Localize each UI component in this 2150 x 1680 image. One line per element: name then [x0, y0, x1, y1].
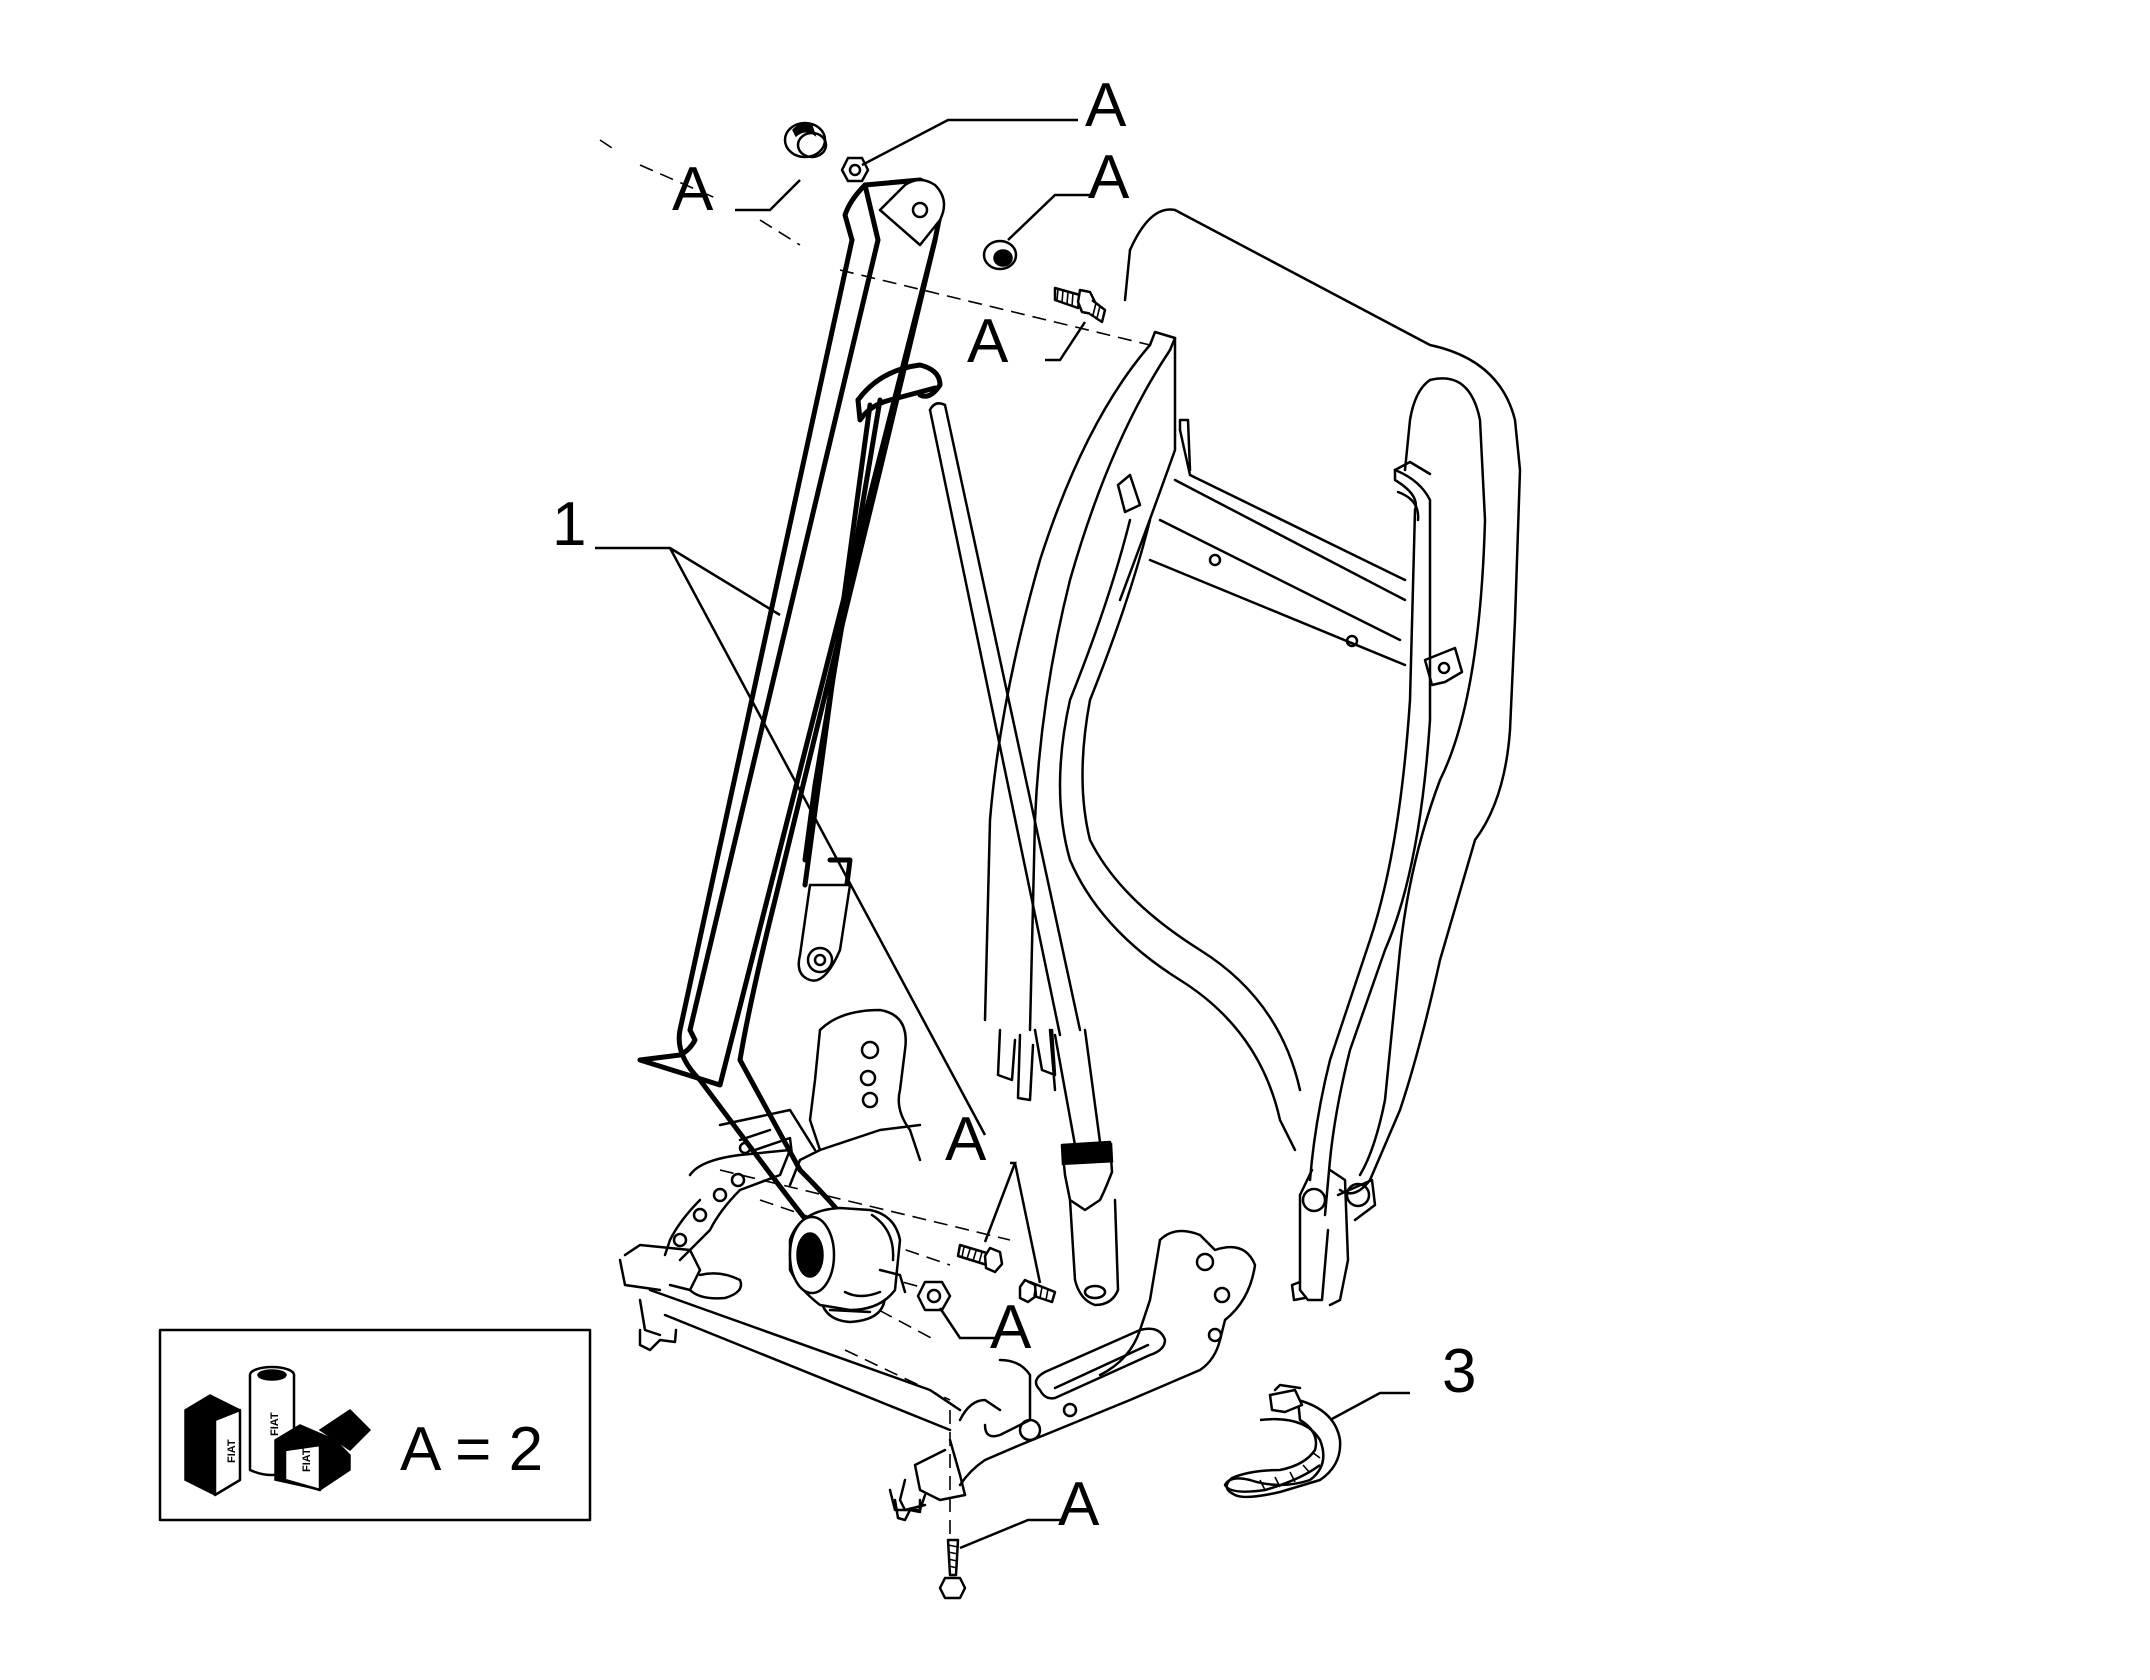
callout-a-top-bolt: A [967, 307, 1009, 376]
top-washer [982, 239, 1018, 271]
fasteners [783, 121, 1107, 1600]
belt-buckle [1053, 1028, 1120, 1307]
callout-a-mid-bolts: A [945, 1105, 987, 1174]
top-stud-bolt [1053, 286, 1107, 324]
callout-item-3: 3 [1442, 1337, 1476, 1406]
callout-a-top-washer: A [1088, 143, 1130, 212]
item-3-clip [1223, 1383, 1342, 1499]
seat-back-frame [983, 208, 1522, 1307]
logo-text-left: FIAT [226, 1439, 238, 1463]
callout-leaders [595, 118, 1410, 1550]
callout-item-1: 1 [552, 490, 586, 559]
callout-labels: A A A A 1 A A A 3 [552, 71, 1476, 1539]
callout-a-mid-nut: A [990, 1293, 1032, 1362]
logo-text-right: FIAT [301, 1448, 313, 1472]
seat-belt-assembly [637, 177, 1120, 1312]
middle-bolt-upper [956, 1243, 1004, 1274]
legend-box: FIAT FIAT FIAT A = 2 [158, 1328, 592, 1522]
assembly-lines [599, 139, 1151, 1575]
middle-bolt-lower [1018, 1278, 1057, 1304]
top-spacer [783, 121, 828, 159]
callout-a-top-spacer: A [672, 155, 714, 224]
callout-a-top-nut: A [1085, 71, 1127, 140]
logo-text-can: FIAT [269, 1412, 281, 1436]
middle-nut [916, 1280, 952, 1312]
bottom-bolt [938, 1538, 967, 1600]
legend-quantity-text: A = 2 [400, 1415, 543, 1484]
fiat-parts-logo: FIAT FIAT FIAT [184, 1365, 372, 1497]
top-nut [840, 156, 870, 183]
seat-base-rails [618, 1008, 1257, 1522]
belt-retractor [788, 1206, 907, 1312]
callout-a-bottom-bolt: A [1058, 1470, 1100, 1539]
